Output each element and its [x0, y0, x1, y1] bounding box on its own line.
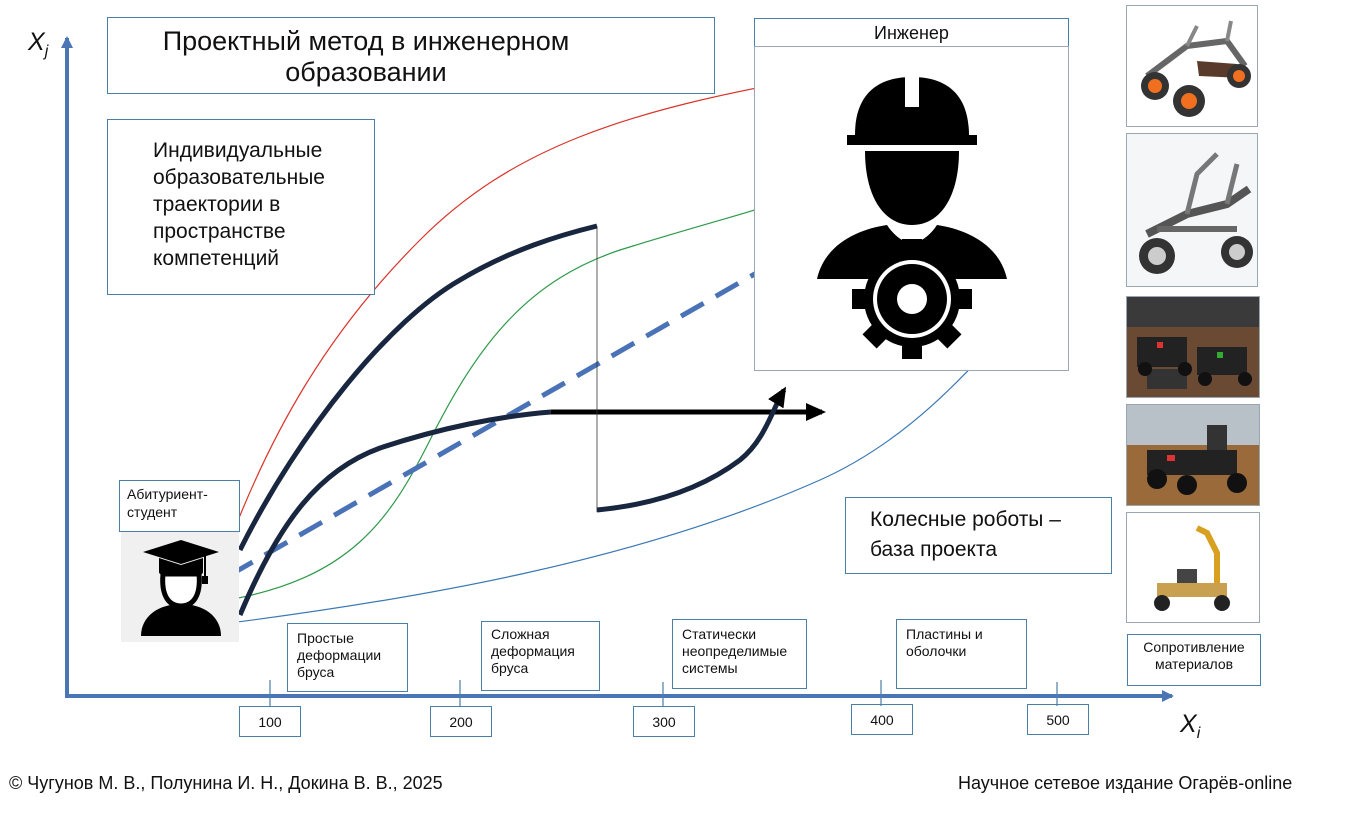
page-title: Проектный метод в инженерном образовании	[162, 26, 570, 87]
stage-label: Простые деформации бруса	[297, 630, 382, 680]
graduate-icon	[121, 532, 239, 642]
robots-text: Колесные роботы – база проекта	[870, 508, 1061, 561]
trajectories-text: Индивидуальные образовательные траектори…	[153, 139, 325, 270]
dark-trajectory-middle	[237, 409, 552, 616]
tick-label: 400	[851, 704, 913, 735]
trajectories-box: Индивидуальные образовательные траектори…	[107, 119, 375, 295]
dark-trajectory-lower	[596, 386, 787, 513]
tick-label: 500	[1027, 704, 1089, 735]
robot-photo-4	[1126, 404, 1260, 506]
y-axis-label: Xj	[28, 28, 49, 60]
stage-label: Статически неопределимые системы	[682, 626, 788, 676]
title-box: Проектный метод в инженерном образовании	[107, 17, 715, 94]
robot-photo-1	[1126, 5, 1258, 127]
tick-label: 200	[430, 706, 492, 737]
stage-plates-shells: Пластины и оболочки	[896, 619, 1027, 689]
stage-complex-deformation: Сложная деформация бруса	[481, 621, 600, 691]
engineer-label-box: Инженер	[754, 18, 1069, 47]
stage-label: Пластины и оболочки	[906, 626, 983, 659]
stage-label: Сопротивление материалов	[1143, 639, 1245, 672]
engineer-frame	[754, 46, 1069, 371]
green-trajectory	[221, 191, 810, 602]
stage-strength-of-materials: Сопротивление материалов	[1127, 634, 1261, 686]
applicant-label: Абитуриент-студент	[127, 486, 208, 520]
robot-photo-2	[1126, 133, 1258, 287]
applicant-box: Абитуриент-студент	[119, 480, 240, 532]
tick-marks	[269, 680, 1058, 706]
stage-simple-deformation: Простые деформации бруса	[287, 623, 408, 692]
tick-label: 100	[239, 706, 301, 737]
dark-trajectory-upper	[237, 223, 598, 552]
red-trajectory	[221, 71, 830, 563]
tick-label: 300	[633, 706, 695, 737]
x-axis-label: Xi	[1180, 710, 1201, 742]
robot-photo-5	[1126, 512, 1260, 623]
robot-photo-3	[1126, 296, 1260, 398]
blue-trajectory	[189, 305, 1028, 629]
gear-icon	[852, 239, 972, 359]
engineer-icon	[817, 77, 1007, 359]
copyright: © Чугунов М. В., Полунина И. Н., Докина …	[9, 773, 443, 793]
engineer-label: Инженер	[874, 23, 949, 43]
stage-label: Сложная деформация бруса	[491, 626, 575, 676]
robots-box: Колесные роботы – база проекта	[845, 497, 1112, 574]
publisher: Научное сетевое издание Огарёв-online	[958, 773, 1293, 793]
stage-indeterminate-systems: Статически неопределимые системы	[672, 619, 807, 689]
